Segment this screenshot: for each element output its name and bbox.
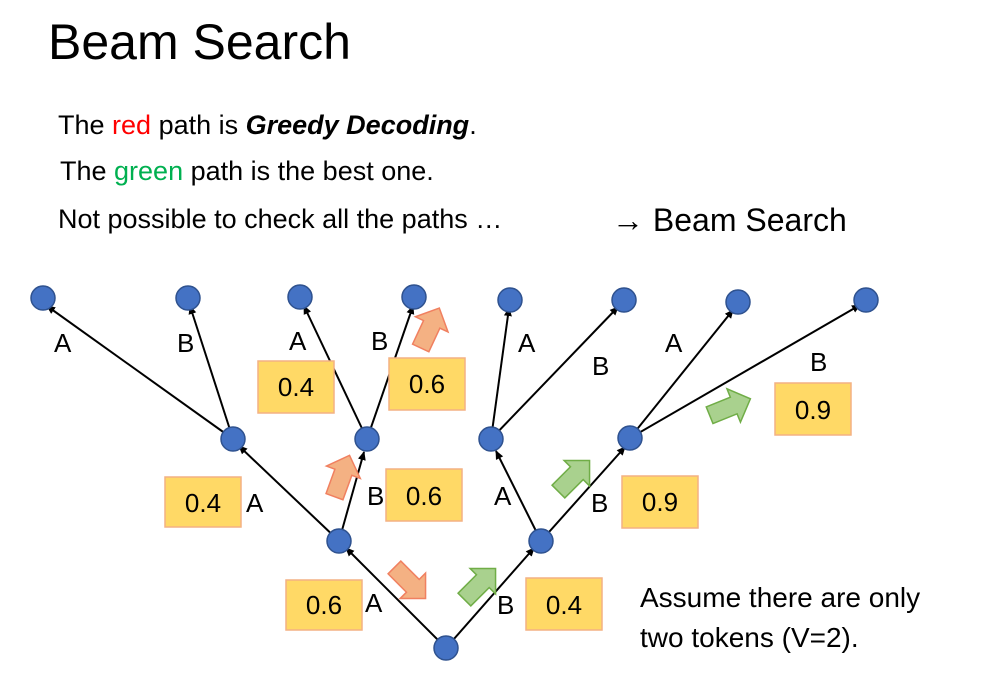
best-path-highlight-arrows [457,387,752,607]
greedy-description: The red path is Greedy Decoding. [58,108,477,142]
text-fragment: path is [151,110,246,140]
edge-label: A [54,328,72,358]
text-fragment: . [469,110,477,140]
node-bba [725,289,751,315]
probability-boxes: 0.6 0.4 0.4 0.6 0.9 0.4 [164,357,852,631]
edge-bb-bbb [629,304,861,439]
tree-edges [46,304,861,649]
prob-box-a-b: 0.6 [385,468,463,522]
prob-value: 0.4 [278,372,314,402]
prob-box-root-a: 0.6 [285,579,363,631]
greedy-decoding-term: Greedy Decoding [245,110,470,140]
prob-box-root-b: 0.4 [525,577,603,631]
node-b [528,528,554,554]
green-arrow-icon [457,567,497,607]
prob-value: 0.4 [185,488,221,518]
prob-box-ab-a: 0.4 [257,360,335,414]
edge-label: B [810,347,827,377]
edge-labels: A B A B A B A B A B A B A B [54,326,827,620]
node-aab [175,285,201,311]
edge-label: B [592,351,609,381]
text-fragment: path is the best one. [183,156,434,186]
assumption-line: Assume there are only [640,582,921,613]
assumption-line: two tokens (V=2). [640,622,859,653]
edge-b-ba [495,450,542,542]
red-word: red [112,110,152,140]
edge-ab-aba [303,305,368,440]
beam-search-note: → Beam Search [612,202,847,238]
node-aba [287,284,313,310]
page-title: Beam Search [48,14,351,70]
node-baa [497,287,523,313]
edge-label: B [497,590,514,620]
assumption-note: Assume there are only two tokens (V=2). [640,578,920,658]
edge-label: A [494,481,512,511]
edge-label: A [518,328,536,358]
edge-ba-bab [490,306,619,440]
node-aaa [30,285,56,311]
prob-value: 0.6 [406,481,442,511]
node-bb [617,425,643,451]
node-abb [401,284,427,310]
edge-a-aa [238,445,340,542]
node-bbb [853,287,879,313]
edge-label: A [665,328,683,358]
prob-box-bb-b: 0.9 [774,382,852,436]
edge-b-bb [540,446,626,542]
edge-label: B [371,326,388,356]
edge-a-ab [338,451,366,542]
green-arrow-icon [705,387,752,425]
edge-label: B [591,488,608,518]
tree-nodes [30,284,879,661]
prob-value: 0.9 [795,395,831,425]
prob-value: 0.6 [409,369,445,399]
node-aa [220,426,246,452]
edge-label: A [289,326,307,356]
node-ba [478,426,504,452]
prob-value: 0.6 [306,590,342,620]
node-root [433,635,459,661]
edge-label: B [177,328,194,358]
edge-label: B [367,481,384,511]
text-fragment: The [58,110,113,140]
edge-label: A [365,588,383,618]
prob-box-a-a: 0.4 [164,476,242,528]
greedy-highlight-arrows [324,307,450,600]
edge-label: A [246,488,264,518]
node-bab [611,287,637,313]
prob-box-ab-b: 0.6 [388,357,466,411]
edge-aa-aab [188,305,234,440]
edge-bb-bba [629,309,734,439]
edge-root-a [345,547,447,649]
red-arrow-icon [411,307,450,353]
node-ab [354,426,380,452]
best-path-description: The green path is the best one. [60,154,434,188]
prob-value: 0.9 [642,487,678,517]
red-arrow-icon [324,454,362,501]
node-a [326,528,352,554]
edge-aa-aaa [46,305,234,440]
green-arrow-icon [551,459,591,499]
edge-ba-baa [490,307,512,440]
not-possible-note: Not possible to check all the paths … [58,204,503,234]
prob-value: 0.4 [546,590,582,620]
text-fragment: The [60,156,115,186]
edge-root-b [445,547,535,649]
prob-box-b-b: 0.9 [621,475,699,529]
green-word: green [114,156,184,186]
red-arrow-icon [387,560,427,600]
